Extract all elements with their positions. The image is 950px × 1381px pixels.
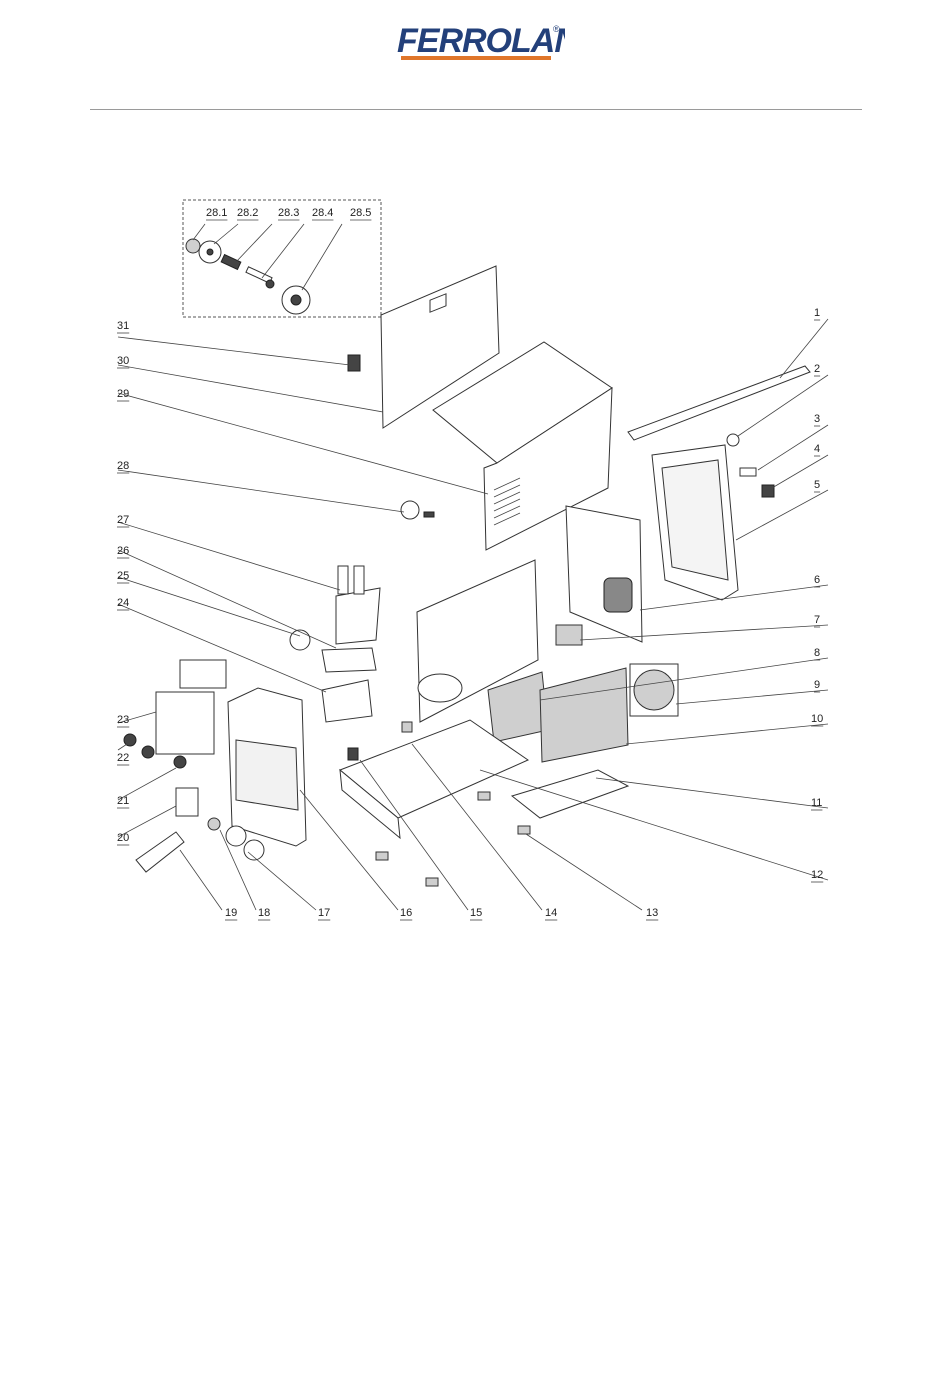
callout-3: 3 <box>814 413 820 425</box>
callout-28-5: 28.5 <box>350 207 371 219</box>
callout-10: 10 <box>811 713 823 725</box>
callout-18: 18 <box>258 907 270 919</box>
callout-28-1: 28.1 <box>206 207 227 219</box>
wire-feeder <box>290 501 434 722</box>
part-13-foot <box>518 826 530 834</box>
part-22-knob <box>124 734 136 746</box>
part-28-3-spring <box>221 255 241 270</box>
callout-20: 20 <box>117 832 129 844</box>
part-2-valve <box>727 434 739 446</box>
callout-31: 31 <box>117 320 129 332</box>
part-27-feeder <box>336 588 380 644</box>
callout-12: 12 <box>811 869 823 881</box>
part-15-clip <box>348 748 358 760</box>
part-21-knob <box>174 756 186 768</box>
callout-4: 4 <box>814 443 820 455</box>
callout-28-2: 28.2 <box>237 207 258 219</box>
part-4-switch <box>762 485 774 497</box>
part-28-spool-hub <box>401 501 419 519</box>
callout-13: 13 <box>646 907 658 919</box>
callout-7: 7 <box>814 614 820 626</box>
callout-28-4: 28.4 <box>312 207 333 219</box>
callout-24: 24 <box>117 597 129 609</box>
part-31-latch <box>348 355 360 371</box>
foot <box>426 878 438 886</box>
part-7-bracket <box>556 625 582 645</box>
callout-5: 5 <box>814 479 820 491</box>
part-3-connector <box>740 468 756 476</box>
callout-2: 2 <box>814 363 820 375</box>
part-17-socket <box>226 826 246 846</box>
callout-23: 23 <box>117 714 129 726</box>
rear-panel-grille <box>604 578 632 612</box>
part-19-torch-plug <box>136 832 184 872</box>
spool-hub-detail <box>186 239 310 314</box>
foot <box>376 852 388 860</box>
callout-28: 28 <box>117 460 129 472</box>
callout-21: 21 <box>117 795 129 807</box>
callout-27: 27 <box>117 514 129 526</box>
part-11-bottom-plate <box>512 770 628 818</box>
callout-29: 29 <box>117 388 129 400</box>
callout-6: 6 <box>814 574 820 586</box>
part-26-plate <box>322 648 376 672</box>
part-24-bracket <box>322 680 372 722</box>
partition-opening <box>418 674 462 702</box>
callout-25: 25 <box>117 570 129 582</box>
rear-frame <box>652 434 774 600</box>
callout-17: 17 <box>318 907 330 919</box>
callout-16: 16 <box>400 907 412 919</box>
part-25-connector <box>290 630 310 650</box>
callout-15: 15 <box>470 907 482 919</box>
exploded-diagram: 28.1 28.2 28.3 28.4 28.5 1 2 3 4 5 6 7 8… <box>0 0 950 950</box>
part-28-1-nut <box>186 239 200 253</box>
callout-19: 19 <box>225 907 237 919</box>
callout-30: 30 <box>117 355 129 367</box>
front-panel <box>124 660 306 872</box>
callout-8: 8 <box>814 647 820 659</box>
callout-26: 26 <box>117 545 129 557</box>
part-23-control-panel <box>156 692 214 754</box>
rear-panel <box>566 506 642 642</box>
callout-14: 14 <box>545 907 557 919</box>
callout-28-3: 28.3 <box>278 207 299 219</box>
part-6-rear-panel <box>566 506 642 642</box>
panel-label <box>180 660 226 688</box>
callout-1: 1 <box>814 307 820 319</box>
part-18-fitting <box>208 818 220 830</box>
part-1-handle <box>628 366 810 440</box>
part-20-switch <box>176 788 198 816</box>
callout-22: 22 <box>117 752 129 764</box>
callout-11: 11 <box>811 797 822 809</box>
part-8-board <box>488 672 548 742</box>
callout-9: 9 <box>814 679 820 691</box>
part-10-main-board <box>540 668 628 762</box>
